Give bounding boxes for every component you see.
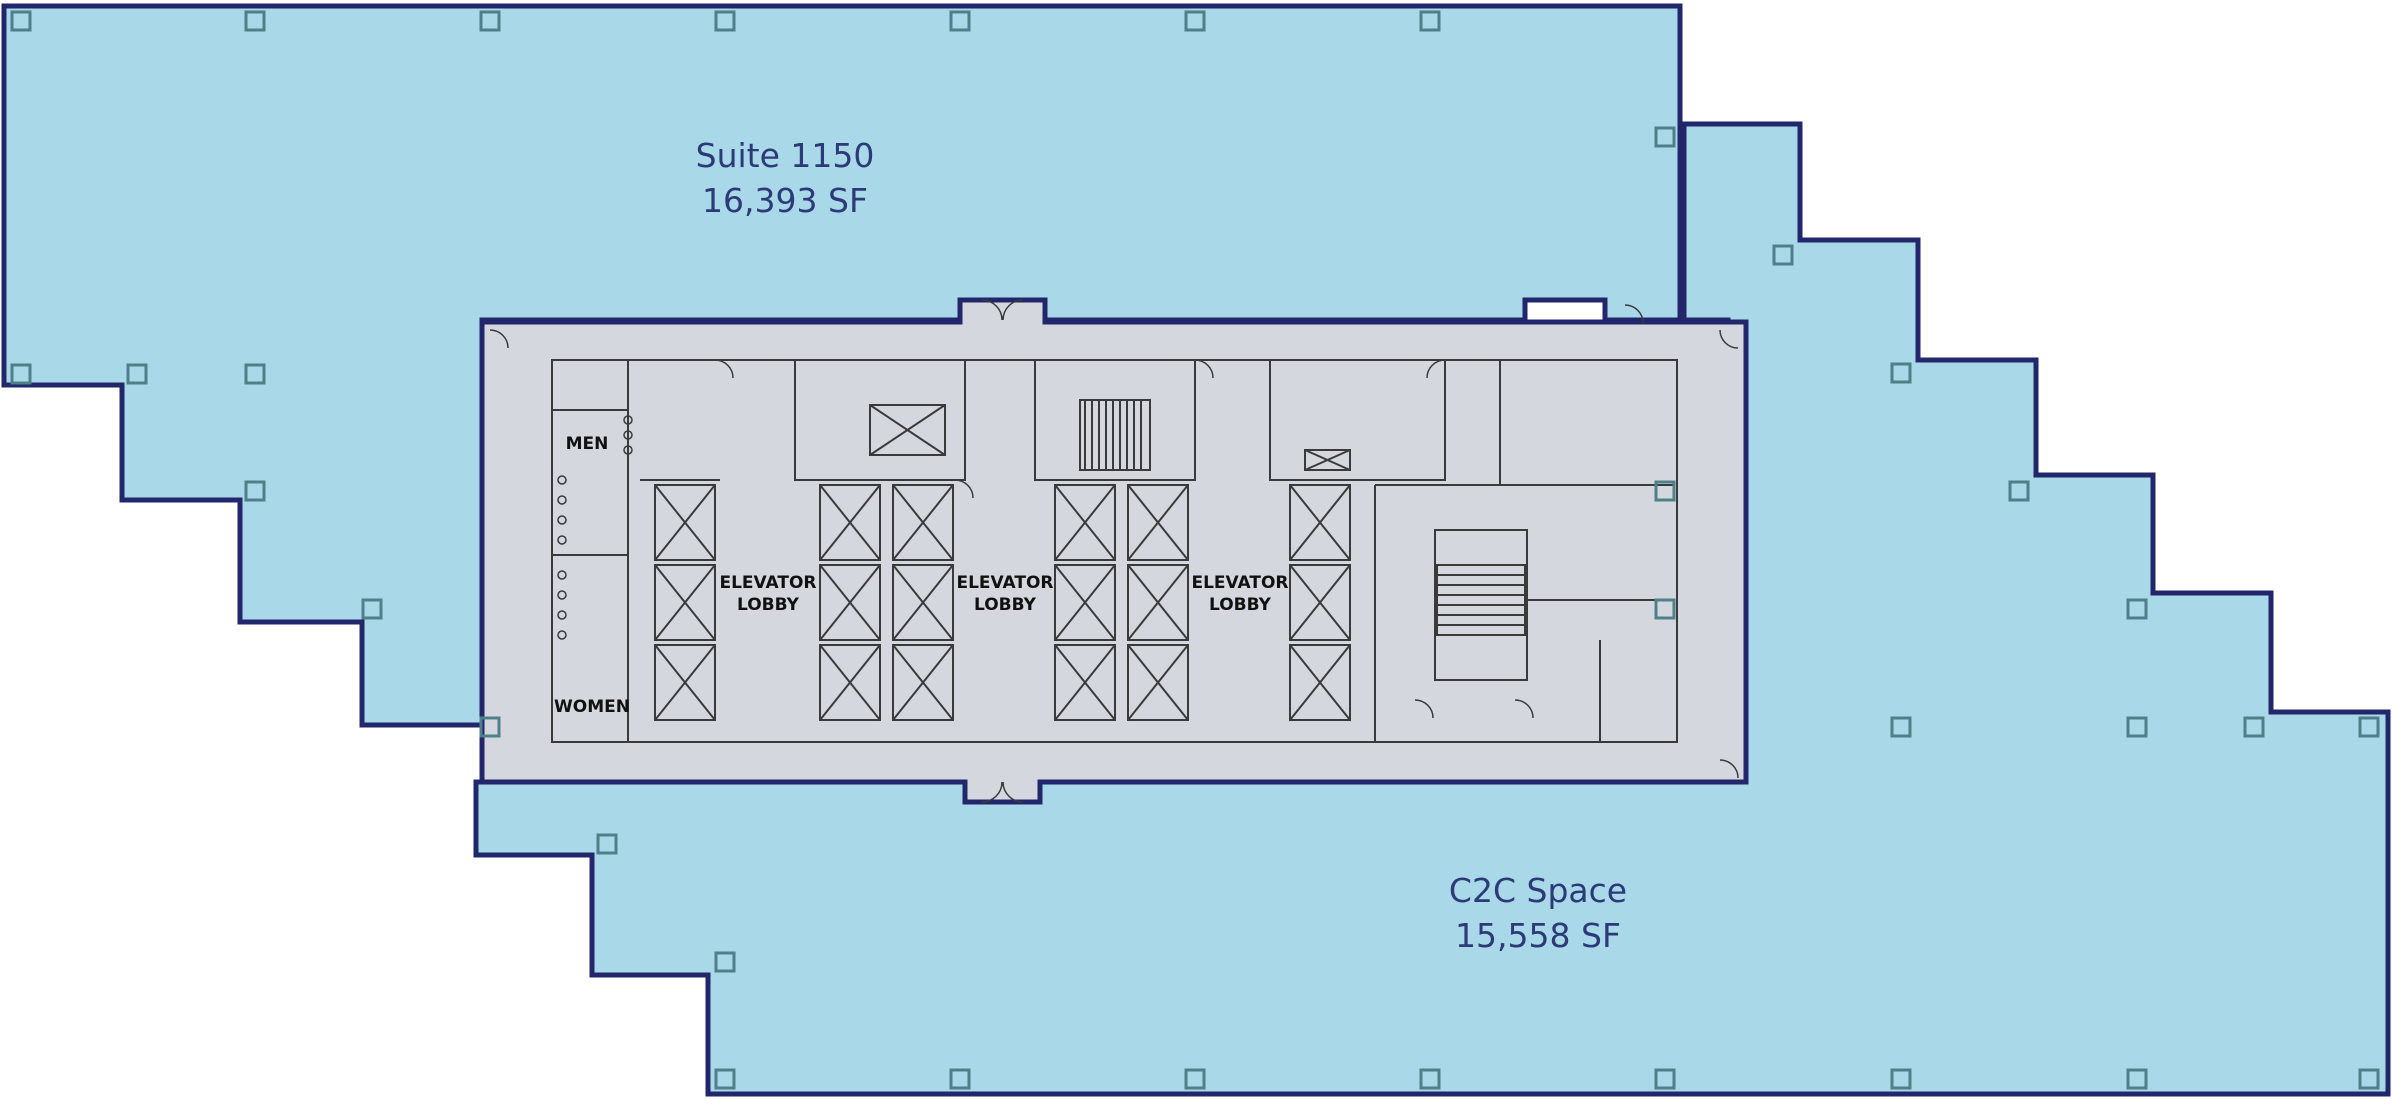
elevator-icon <box>892 564 954 641</box>
men-restroom-label: MEN <box>566 434 609 454</box>
column-icon <box>1890 716 1912 738</box>
column-icon <box>2126 1068 2148 1090</box>
column-icon <box>1419 1068 1441 1090</box>
column-icon <box>244 363 266 385</box>
elevator-icon <box>892 484 954 561</box>
elevator-icon <box>654 644 716 721</box>
elevator-icon <box>819 564 881 641</box>
elevator-icon <box>1289 484 1351 561</box>
column-icon <box>2126 716 2148 738</box>
column-icon <box>126 363 148 385</box>
elevator-icon <box>654 564 716 641</box>
column-icon <box>714 1068 736 1090</box>
column-icon <box>596 833 618 855</box>
column-icon <box>244 10 266 32</box>
elevator-lobby-3-label: ELEVATOR <box>1191 573 1288 593</box>
column-icon <box>10 10 32 32</box>
elevator-icon <box>1054 644 1116 721</box>
elevator-lobby-2-label-2: LOBBY <box>974 595 1037 615</box>
elevator-lobby-1-label: ELEVATOR <box>719 573 816 593</box>
elevator-icon <box>1127 644 1189 721</box>
toilet-icon <box>557 415 633 640</box>
elevator-icon <box>1289 564 1351 641</box>
column-icon <box>1890 362 1912 384</box>
elevator-icon <box>654 484 716 561</box>
stair-icon <box>1079 399 1151 471</box>
column-icon <box>1772 244 1794 266</box>
column-icon <box>2126 598 2148 620</box>
column-icon <box>2243 716 2265 738</box>
column-icon <box>10 363 32 385</box>
elevator-icon <box>892 644 954 721</box>
elevator-icon <box>819 644 881 721</box>
elevator-bank <box>654 404 1351 721</box>
door-swing-icon <box>489 299 1739 803</box>
column-icon <box>1654 1068 1676 1090</box>
elevator-icon <box>1127 564 1189 641</box>
column-icon <box>949 1068 971 1090</box>
elevator-icon <box>1127 484 1189 561</box>
c2c-space-name: C2C Space <box>1449 871 1627 910</box>
column-icon <box>361 598 383 620</box>
stair-icon <box>1436 564 1526 636</box>
elevator-icon <box>869 404 946 456</box>
column-icon <box>1890 1068 1912 1090</box>
column-icon <box>1419 10 1441 32</box>
column-icon <box>244 480 266 502</box>
suite-1150-area-text: 16,393 SF <box>702 181 868 220</box>
suite-1150-name: Suite 1150 <box>696 136 875 175</box>
column-icon <box>479 716 501 738</box>
women-restroom-label: WOMEN <box>554 697 630 717</box>
column-icon <box>1654 598 1676 620</box>
elevator-lobby-3-label-2: LOBBY <box>1209 595 1272 615</box>
elevator-icon <box>1304 449 1351 471</box>
column-icon <box>2358 1068 2380 1090</box>
column-icon <box>2008 480 2030 502</box>
elevator-lobby-2-label: ELEVATOR <box>956 573 1053 593</box>
column-icon <box>714 951 736 973</box>
column-icon <box>1184 1068 1206 1090</box>
elevator-icon <box>1054 484 1116 561</box>
elevator-lobby-1-label-2: LOBBY <box>737 595 800 615</box>
elevator-icon <box>1054 564 1116 641</box>
column-icon <box>2358 716 2380 738</box>
column-icon <box>1184 10 1206 32</box>
structural-columns <box>10 10 2380 1090</box>
column-icon <box>1654 126 1676 148</box>
elevator-icon <box>819 484 881 561</box>
column-icon <box>714 10 736 32</box>
column-icon <box>479 10 501 32</box>
elevator-icon <box>1289 644 1351 721</box>
column-icon <box>1654 480 1676 502</box>
c2c-space-area-text: 15,558 SF <box>1455 916 1621 955</box>
column-icon <box>949 10 971 32</box>
